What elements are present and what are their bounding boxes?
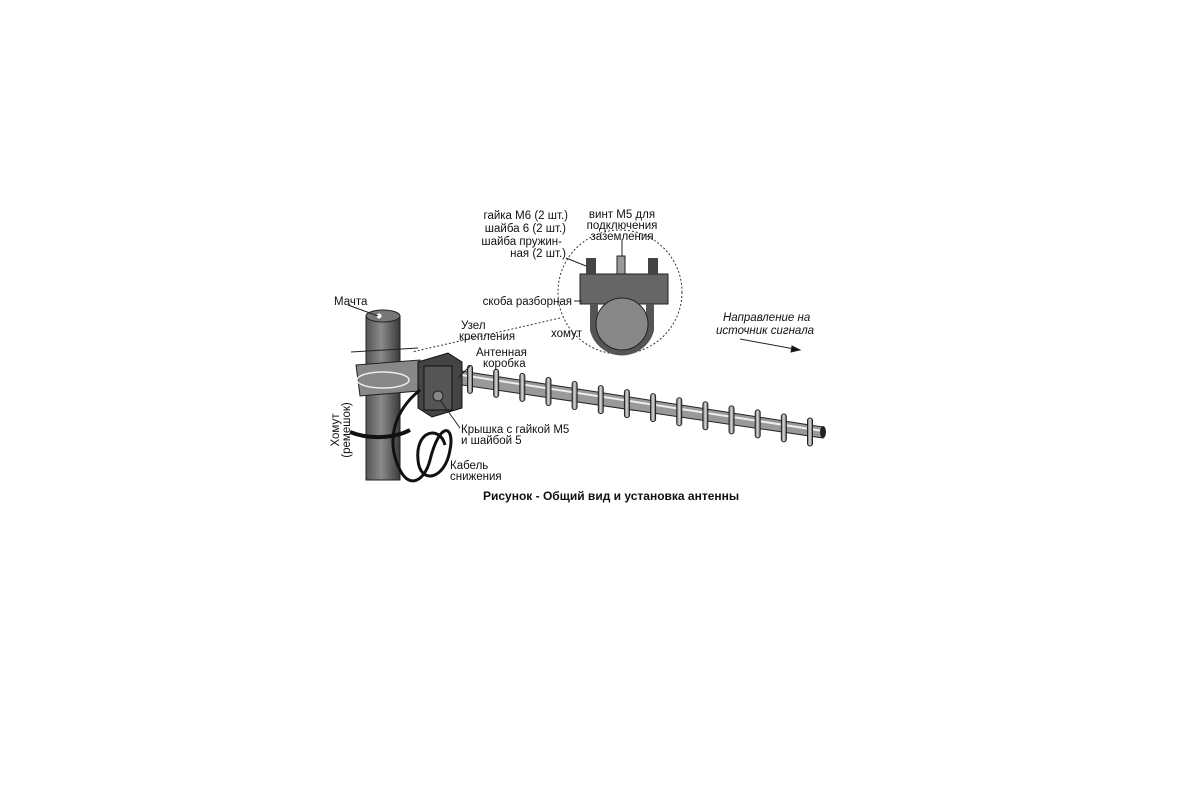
- label-nut-2: шайба 6 (2 шт.): [485, 223, 566, 235]
- label-strap-2: (ремешок): [341, 402, 353, 458]
- director-element: [754, 409, 761, 439]
- director-element: [493, 368, 500, 398]
- directors: [467, 364, 813, 447]
- director-element: [545, 376, 552, 406]
- label-mast: Мачта: [334, 296, 368, 308]
- director-element: [780, 413, 787, 443]
- mount-detail-inset: [411, 229, 683, 356]
- label-strap-1: Хомут: [330, 413, 342, 447]
- director-element: [702, 401, 709, 431]
- label-nut-3: шайба пружин-: [481, 236, 562, 248]
- label-screw-2: подключения: [587, 220, 658, 232]
- label-clamp: хомут: [551, 328, 583, 340]
- director-element: [571, 381, 578, 411]
- mount-bracket: [350, 347, 431, 397]
- label-direction-1: Направление на: [723, 312, 810, 324]
- director-element: [728, 405, 735, 435]
- director-element: [807, 417, 813, 447]
- label-cable-2: снижения: [450, 471, 502, 483]
- leader-lines: [347, 304, 802, 429]
- director-element: [676, 397, 683, 427]
- director-element: [650, 393, 657, 423]
- label-cable-1: Кабель: [450, 460, 488, 472]
- label-bracket: скоба разборная: [483, 296, 572, 308]
- label-cover-1: Крышка с гайкой М5: [461, 424, 569, 436]
- figure-caption: Рисунок - Общий вид и установка антенны: [483, 489, 739, 503]
- label-box-2: коробка: [483, 358, 526, 370]
- label-mount-1: Узел: [461, 320, 486, 332]
- label-cover-2: и шайбой 5: [461, 435, 522, 447]
- label-nut-4: ная (2 шт.): [510, 248, 566, 260]
- director-element: [623, 389, 630, 419]
- label-screw-1: винт М5 для: [589, 209, 655, 221]
- antenna-box: [417, 352, 463, 418]
- label-direction-2: источник сигнала: [716, 325, 814, 337]
- director-element: [467, 364, 473, 394]
- label-box-1: Антенная: [476, 347, 527, 359]
- director-element: [597, 385, 604, 415]
- cable: [349, 388, 453, 483]
- label-mount-2: крепления: [459, 331, 515, 343]
- label-screw-3: заземления: [590, 231, 653, 243]
- mast: [365, 309, 401, 481]
- director-element: [519, 372, 526, 402]
- label-nut-1: гайка М6 (2 шт.): [484, 210, 569, 222]
